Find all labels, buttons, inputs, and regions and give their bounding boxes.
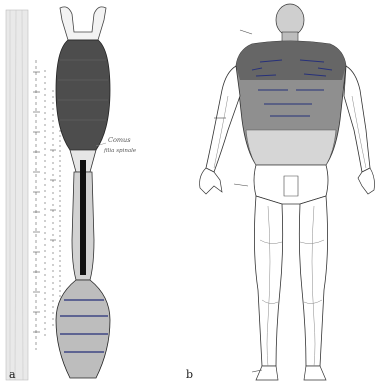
panel-b-body-map [200, 4, 375, 380]
left-hand [200, 168, 222, 194]
abdomen [246, 130, 336, 165]
right-arm [344, 66, 370, 172]
left-arm [206, 66, 240, 172]
cord-annotation-line1: Comus [108, 136, 131, 144]
right-leg [299, 196, 327, 366]
central-canal [80, 160, 86, 275]
panel-label-b: b [186, 368, 193, 381]
cord-upper-segment [56, 40, 110, 150]
left-leg [254, 196, 282, 366]
cord-annotation-line2: filia spinale [103, 148, 137, 154]
vertebral-column [6, 10, 28, 380]
genital-region [284, 176, 298, 196]
panel-a-spinal-cord: Comus filia spinale [6, 7, 137, 380]
panel-label-a: a [9, 368, 16, 381]
right-hand [358, 168, 375, 194]
segment-ticks [33, 72, 56, 332]
torso-upper-shade [236, 41, 346, 80]
left-foot [256, 366, 278, 380]
head [276, 4, 304, 36]
brainstem [60, 7, 106, 40]
cord-sacral-segment [56, 280, 110, 378]
right-foot [304, 366, 326, 380]
